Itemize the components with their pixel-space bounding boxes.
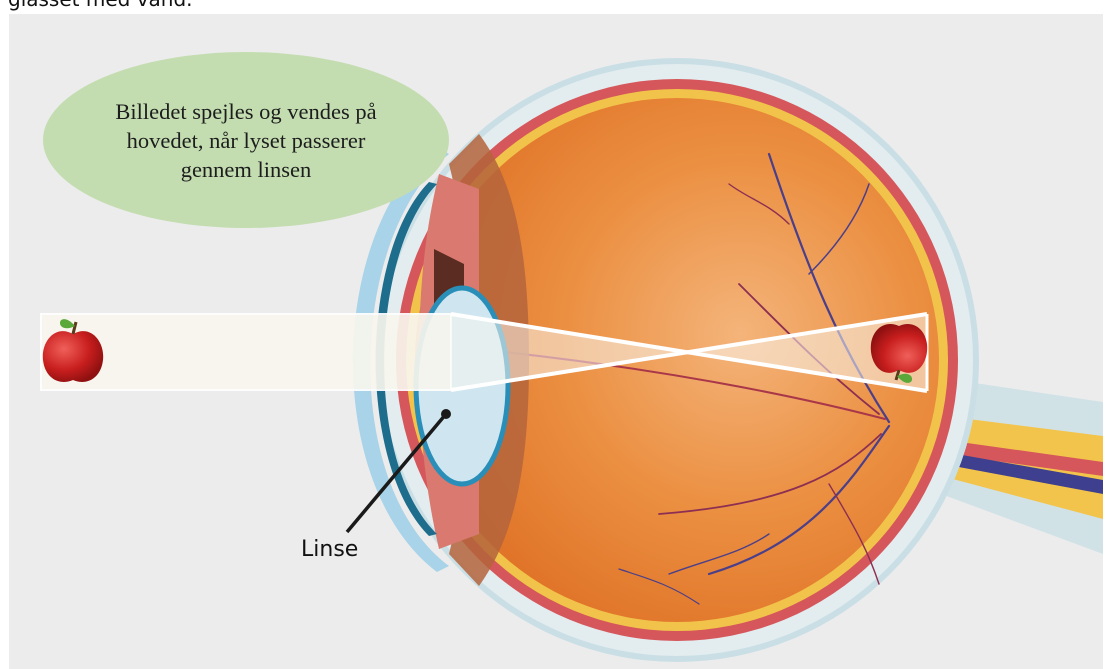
callout-text: Billedet spejles og vendes på hovedet, n…: [111, 97, 381, 184]
page-caption: glasset med vand.: [8, 0, 193, 11]
callout-bubble: Billedet spejles og vendes på hovedet, n…: [43, 52, 449, 228]
eye-diagram: Billedet spejles og vendes på hovedet, n…: [9, 14, 1103, 669]
lens-label: Linse: [301, 537, 358, 562]
